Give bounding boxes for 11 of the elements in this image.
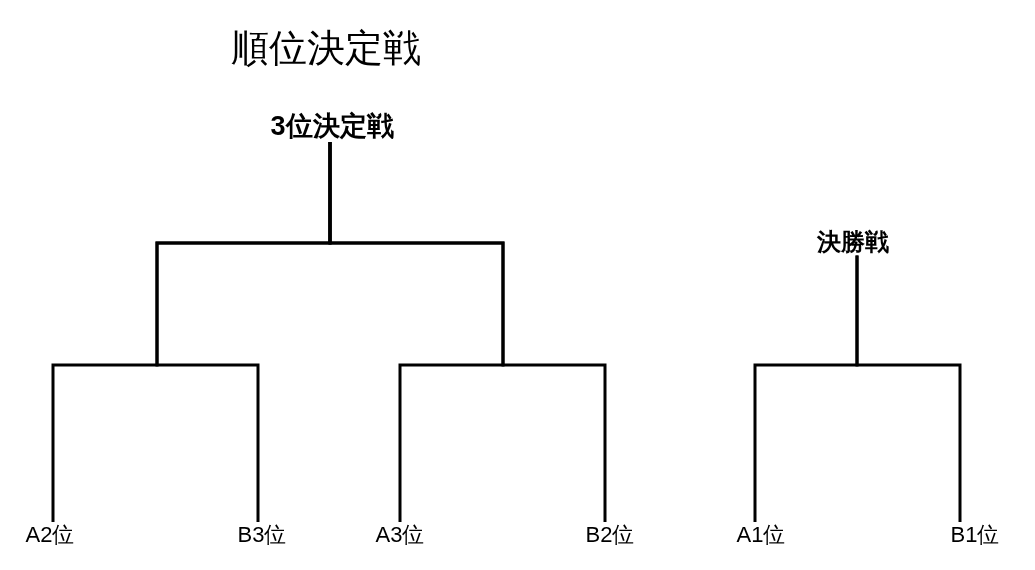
seed-label: B3位 [237, 522, 287, 548]
seed-label: A1位 [736, 522, 786, 548]
match-label: 決勝戦 [817, 228, 889, 256]
bracket-line [855, 255, 962, 522]
seed-label: B2位 [585, 522, 635, 548]
seed-label: A2位 [25, 522, 75, 548]
bracket-line [328, 142, 607, 522]
diagram-title: 順位決定戦 [231, 27, 421, 71]
match-label: 3位決定戦 [270, 111, 394, 143]
seed-label: A3位 [375, 522, 425, 548]
seed-label: B1位 [950, 522, 1000, 548]
